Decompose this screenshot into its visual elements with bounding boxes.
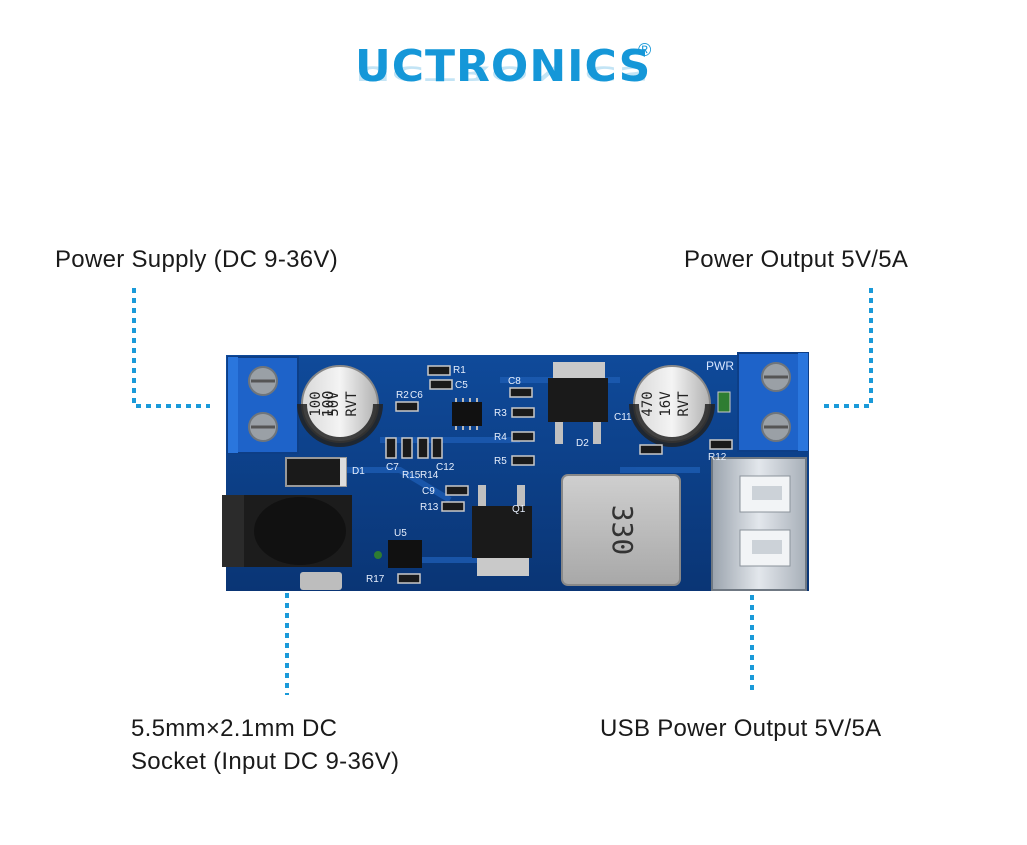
ref-u5: U5 <box>394 528 407 539</box>
mosfet-top <box>548 362 608 444</box>
ref-r17: R17 <box>366 574 385 585</box>
ref-c9: C9 <box>422 486 435 497</box>
ref-c5: C5 <box>455 380 468 391</box>
ref-r1: R1 <box>453 365 466 376</box>
cap-left-voltage: 50V <box>326 391 342 417</box>
ref-q1: Q1 <box>512 504 526 515</box>
ref-c6: C6 <box>410 390 423 401</box>
leader-power-output <box>820 288 873 408</box>
cap-right-brand: RVT <box>676 391 692 417</box>
cap-right-value: 470 <box>640 391 656 416</box>
ref-d1: D1 <box>352 466 365 477</box>
ref-r5: R5 <box>494 456 507 467</box>
capacitor-input: 100 100 50V RVT <box>297 365 383 447</box>
label-usb-output: USB Power Output 5V/5A <box>600 715 882 742</box>
cap-left-line1: 100 <box>319 390 337 417</box>
ref-r4: R4 <box>494 432 507 443</box>
svg-text:100: 100 <box>319 390 337 417</box>
capacitor-output: 470 16V RVT <box>629 365 715 447</box>
cap-right-voltage: 16V <box>658 391 674 417</box>
silkscreen-refs: R1 C5 R2 C6 C8 R3 R4 R5 C7 R15 R14 C12 C… <box>352 365 727 585</box>
usb-port <box>711 457 807 591</box>
pwr-led <box>717 391 731 413</box>
ref-r2: R2 <box>396 390 409 401</box>
cap-left-value: 100 <box>308 391 324 416</box>
label-power-supply: Power Supply (DC 9-36V) <box>55 246 339 273</box>
ref-d2: D2 <box>576 438 589 449</box>
ref-c12: C12 <box>436 462 455 473</box>
ref-r15: R15 <box>402 470 421 481</box>
cap-left-brand: RVT <box>344 391 360 417</box>
registered-mark: ® <box>638 40 652 60</box>
inductor: 330 <box>561 474 681 586</box>
mosfet-bottom <box>472 485 532 576</box>
smd-components <box>385 365 733 584</box>
diode-d1 <box>285 457 347 487</box>
ref-c8: C8 <box>508 376 521 387</box>
ref-c11: C11 <box>614 412 632 423</box>
label-power-output: Power Output 5V/5A <box>684 246 909 273</box>
label-dc-socket-line1: 5.5mm×2.1mm DC <box>131 715 338 742</box>
label-dc-socket-line2: Socket (Input DC 9-36V) <box>131 748 400 775</box>
inductor-marking: 330 <box>606 505 639 556</box>
brand-name: UCTRONICS <box>355 41 652 92</box>
screw-terminal-output <box>737 352 809 452</box>
ic-u5 <box>374 540 422 568</box>
dc-barrel-jack <box>222 495 352 590</box>
ref-r3: R3 <box>494 408 507 419</box>
label-dc-socket: 5.5mm×2.1mm DC Socket (Input DC 9-36V) <box>131 712 399 778</box>
brand-logo: UCTRONICS UCTRONICS ® <box>355 40 665 102</box>
ref-r12: R12 <box>708 452 727 463</box>
ref-r13: R13 <box>420 502 439 513</box>
pwr-label: PWR <box>706 359 734 373</box>
ref-r14: R14 <box>420 470 439 481</box>
ic-controller <box>452 398 482 430</box>
ref-c7: C7 <box>386 462 399 473</box>
screw-terminal-input <box>227 356 299 454</box>
